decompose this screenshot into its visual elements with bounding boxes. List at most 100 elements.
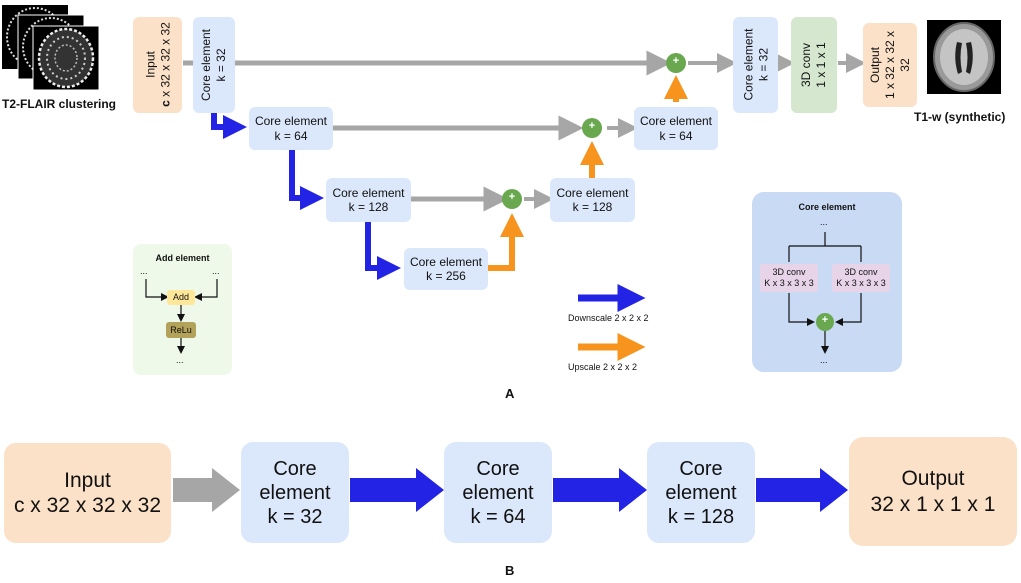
bottleneck-core-256: Core element k = 256 [404, 248, 488, 290]
core-inset-split-line [788, 232, 862, 262]
core-b-k: k = 64 [470, 505, 526, 528]
add-node-2-symbol: + [588, 120, 596, 132]
input-box-b: Input c x 32 x 32 x 32 [4, 443, 171, 543]
core-detail-dots-out: ... [820, 355, 828, 365]
t1-label: T1-w (synthetic) [914, 110, 1006, 124]
core-detail-title: Core element [798, 202, 856, 212]
conv-line1: 3D conv [799, 42, 813, 88]
core-element-detail-panel [752, 192, 902, 372]
core-title: Core element [639, 114, 713, 129]
core-title: Core element [741, 28, 755, 101]
add-node-3-symbol: + [508, 191, 516, 203]
legend-up-label: Upscale 2 x 2 x 2 [568, 362, 638, 372]
output-line3: 32 [897, 58, 912, 72]
output-box-a: Output 1 x 32 x 32 x 32 [863, 23, 917, 107]
add-node-1-symbol: + [672, 55, 680, 67]
add-node-3 [502, 189, 522, 209]
conv-left-line2: K x 3 x 3 x 3 [764, 278, 814, 288]
core-b-k: k = 128 [667, 505, 735, 528]
add-inset-right-line [194, 279, 218, 301]
add-op-box: Add [167, 290, 195, 305]
core-detail-conv-left: 3D conv K x 3 x 3 x 3 [760, 264, 818, 292]
downscale-arrow-1 [211, 113, 247, 139]
input-box-a: Input c x 32 x 32 x 32 [133, 17, 182, 113]
core-b-line2: element [259, 481, 331, 504]
core-title: Core element [556, 185, 629, 200]
panel-b-blue-arrow-2 [553, 468, 647, 512]
decoder-core-32: Core element k = 32 [733, 17, 778, 113]
core-b-k: k = 32 [267, 505, 323, 528]
decoder-core-128: Core element k = 128 [550, 178, 635, 222]
add-node-detail-symbol: + [821, 314, 829, 326]
core-k: k = 128 [572, 200, 613, 214]
encoder-core-32: Core element k = 32 [193, 17, 235, 113]
conv-line2: 1 x 1 x 1 [814, 42, 828, 88]
core-k: k = 64 [659, 128, 693, 143]
downscale-arrow-3 [365, 222, 401, 280]
core-inset-left-merge [788, 293, 815, 326]
core-k: k = 128 [348, 200, 389, 214]
core-b-line1: Core [476, 457, 520, 480]
conv-right-line2: K x 3 x 3 x 3 [836, 278, 886, 288]
core-b-line1: Core [273, 457, 317, 480]
upscale-arrow-1 [488, 213, 524, 271]
core-title: Core element [409, 254, 483, 269]
add-inset-left-line [145, 279, 169, 301]
core-inset-right-merge [835, 293, 862, 326]
core-detail-conv-right: 3D conv K x 3 x 3 x 3 [832, 264, 890, 292]
panel-b-blue-arrow-3 [756, 468, 848, 512]
core-b-line1: Core [679, 457, 723, 480]
conv-left-line1: 3D conv [772, 267, 806, 278]
relu-op-label: ReLu [170, 324, 192, 335]
input-box-a-line1: Input [143, 51, 157, 78]
core-title: Core element [199, 28, 213, 102]
relu-op-box: ReLu [166, 322, 196, 338]
conv-right-line1: 3D conv [844, 267, 878, 278]
decoder-core-64: Core element k = 64 [634, 107, 718, 150]
panel-a-letter: A [505, 386, 515, 401]
legend-down-label: Downscale 2 x 2 x 2 [568, 313, 649, 323]
encoder-core-64: Core element k = 64 [249, 107, 333, 150]
encoder-core-128: Core element k = 128 [326, 178, 411, 222]
core-k: k = 32 [756, 47, 770, 82]
add-inset-dots-left: ... [140, 266, 148, 276]
channel-count-label: c [158, 100, 172, 107]
flair-thumbnails [2, 5, 100, 91]
conv-1x1-box: 3D conv 1 x 1 x 1 [791, 17, 837, 113]
panel-b-letter: B [505, 563, 515, 578]
core-title: Core element [254, 114, 328, 129]
core-title: Core element [332, 185, 405, 200]
core-k: k = 32 [214, 48, 228, 82]
output-box-b: Output 32 x 1 x 1 x 1 [849, 437, 1017, 546]
input-b-line1: Input [64, 468, 111, 492]
output-line2: 1 x 32 x 32 x [882, 30, 897, 100]
core-b-line2: element [665, 481, 737, 504]
core-k: k = 64 [274, 128, 308, 143]
add-node-detail [816, 313, 834, 331]
add-node-2 [582, 118, 602, 138]
input-dims-label: x 32 x 32 x 32 [158, 22, 172, 101]
downscale-arrow-2 [289, 150, 324, 210]
core-b-line2: element [462, 481, 534, 504]
panel-b-gray-arrow [173, 468, 240, 512]
add-element-title: Add element [155, 253, 210, 263]
add-inset-dots-right: ... [212, 266, 220, 276]
output-b-line1: Output [901, 467, 965, 491]
core-detail-dots-in: ... [820, 217, 828, 227]
t1-synthetic-thumbnail [927, 20, 1001, 94]
panel-b-core-64: Core element k = 64 [444, 442, 552, 543]
output-line1: Output [867, 46, 882, 84]
output-b-line2: 32 x 1 x 1 x 1 [870, 492, 996, 516]
core-k: k = 256 [426, 269, 466, 283]
panel-b-core-128: Core element k = 128 [647, 442, 755, 543]
add-element-panel [133, 244, 232, 375]
add-inset-dots-out: ... [176, 355, 184, 365]
input-b-line2: c x 32 x 32 x 32 [13, 494, 162, 517]
flair-label: T2-FLAIR clustering [2, 97, 117, 111]
panel-b-core-32: Core element k = 32 [241, 442, 349, 543]
add-node-1 [666, 53, 686, 73]
input-box-a-line2: c x 32 x 32 x 32 [158, 22, 173, 107]
panel-b-blue-arrow-1 [350, 468, 444, 512]
add-op-label: Add [172, 292, 189, 303]
